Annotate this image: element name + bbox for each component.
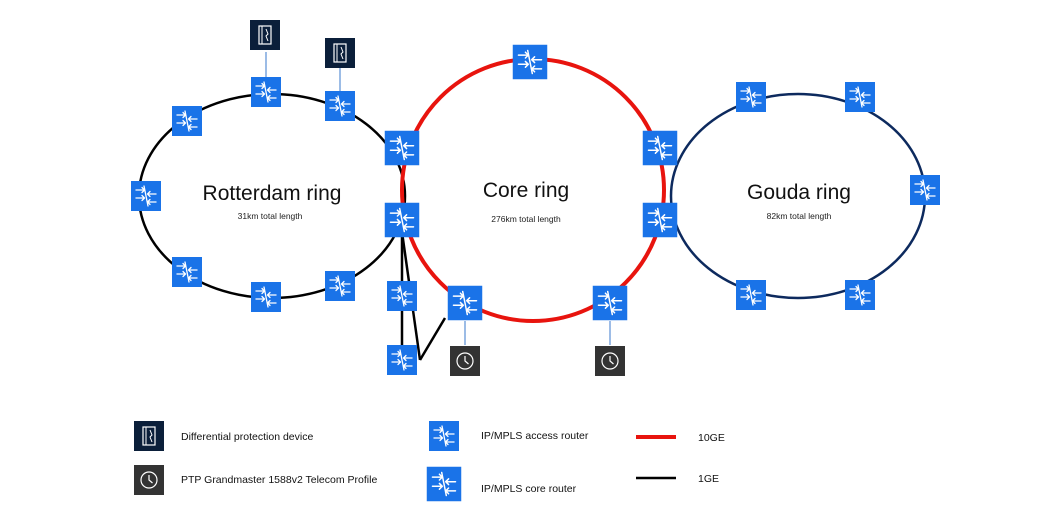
gouda-ring-title: Gouda ring <box>747 181 851 204</box>
legend-access-router-label: IP/MPLS access router <box>481 430 589 442</box>
legend-1ge-label: 1GE <box>698 473 719 485</box>
legend-10ge-label: 10GE <box>698 432 725 444</box>
router-icon <box>324 90 356 122</box>
core-router <box>592 285 628 321</box>
legend-differential-label: Differential protection device <box>181 431 313 443</box>
clock-icon <box>594 345 626 377</box>
clock-icon <box>133 464 165 496</box>
router-icon <box>130 180 162 212</box>
legend-core-router-label: IP/MPLS core router <box>481 483 577 495</box>
router-icon <box>844 81 876 113</box>
core-router <box>642 202 678 238</box>
router-icon <box>428 420 460 452</box>
spur-link <box>418 317 447 361</box>
differential-protection-icon <box>133 420 165 452</box>
router-icon <box>909 174 941 206</box>
router-icon <box>735 81 767 113</box>
router-icon <box>844 279 876 311</box>
core-router-legend-icon <box>426 466 462 502</box>
core-router <box>642 130 678 166</box>
core-ring-title: Core ring <box>483 179 569 202</box>
router-icon <box>171 105 203 137</box>
rotterdam-ring-title: Rotterdam ring <box>203 182 342 205</box>
router-icon <box>171 256 203 288</box>
core-router <box>447 285 483 321</box>
router-icon <box>250 281 282 313</box>
core-router <box>384 130 420 166</box>
router-icon <box>386 280 418 312</box>
router-icon <box>250 76 282 108</box>
router-icon <box>324 270 356 302</box>
core-router <box>384 202 420 238</box>
differential-protection-icon <box>324 37 356 69</box>
core-ring-length: 276km total length <box>491 214 561 224</box>
rotterdam-ring-length: 31km total length <box>238 211 303 221</box>
gouda-ring-length: 82km total length <box>767 211 832 221</box>
clock-icon <box>449 345 481 377</box>
router-icon <box>735 279 767 311</box>
differential-protection-icon <box>249 19 281 51</box>
router-icon <box>386 344 418 376</box>
legend-ptp-label: PTP Grandmaster 1588v2 Telecom Profile <box>181 474 377 486</box>
core-router <box>512 44 548 80</box>
